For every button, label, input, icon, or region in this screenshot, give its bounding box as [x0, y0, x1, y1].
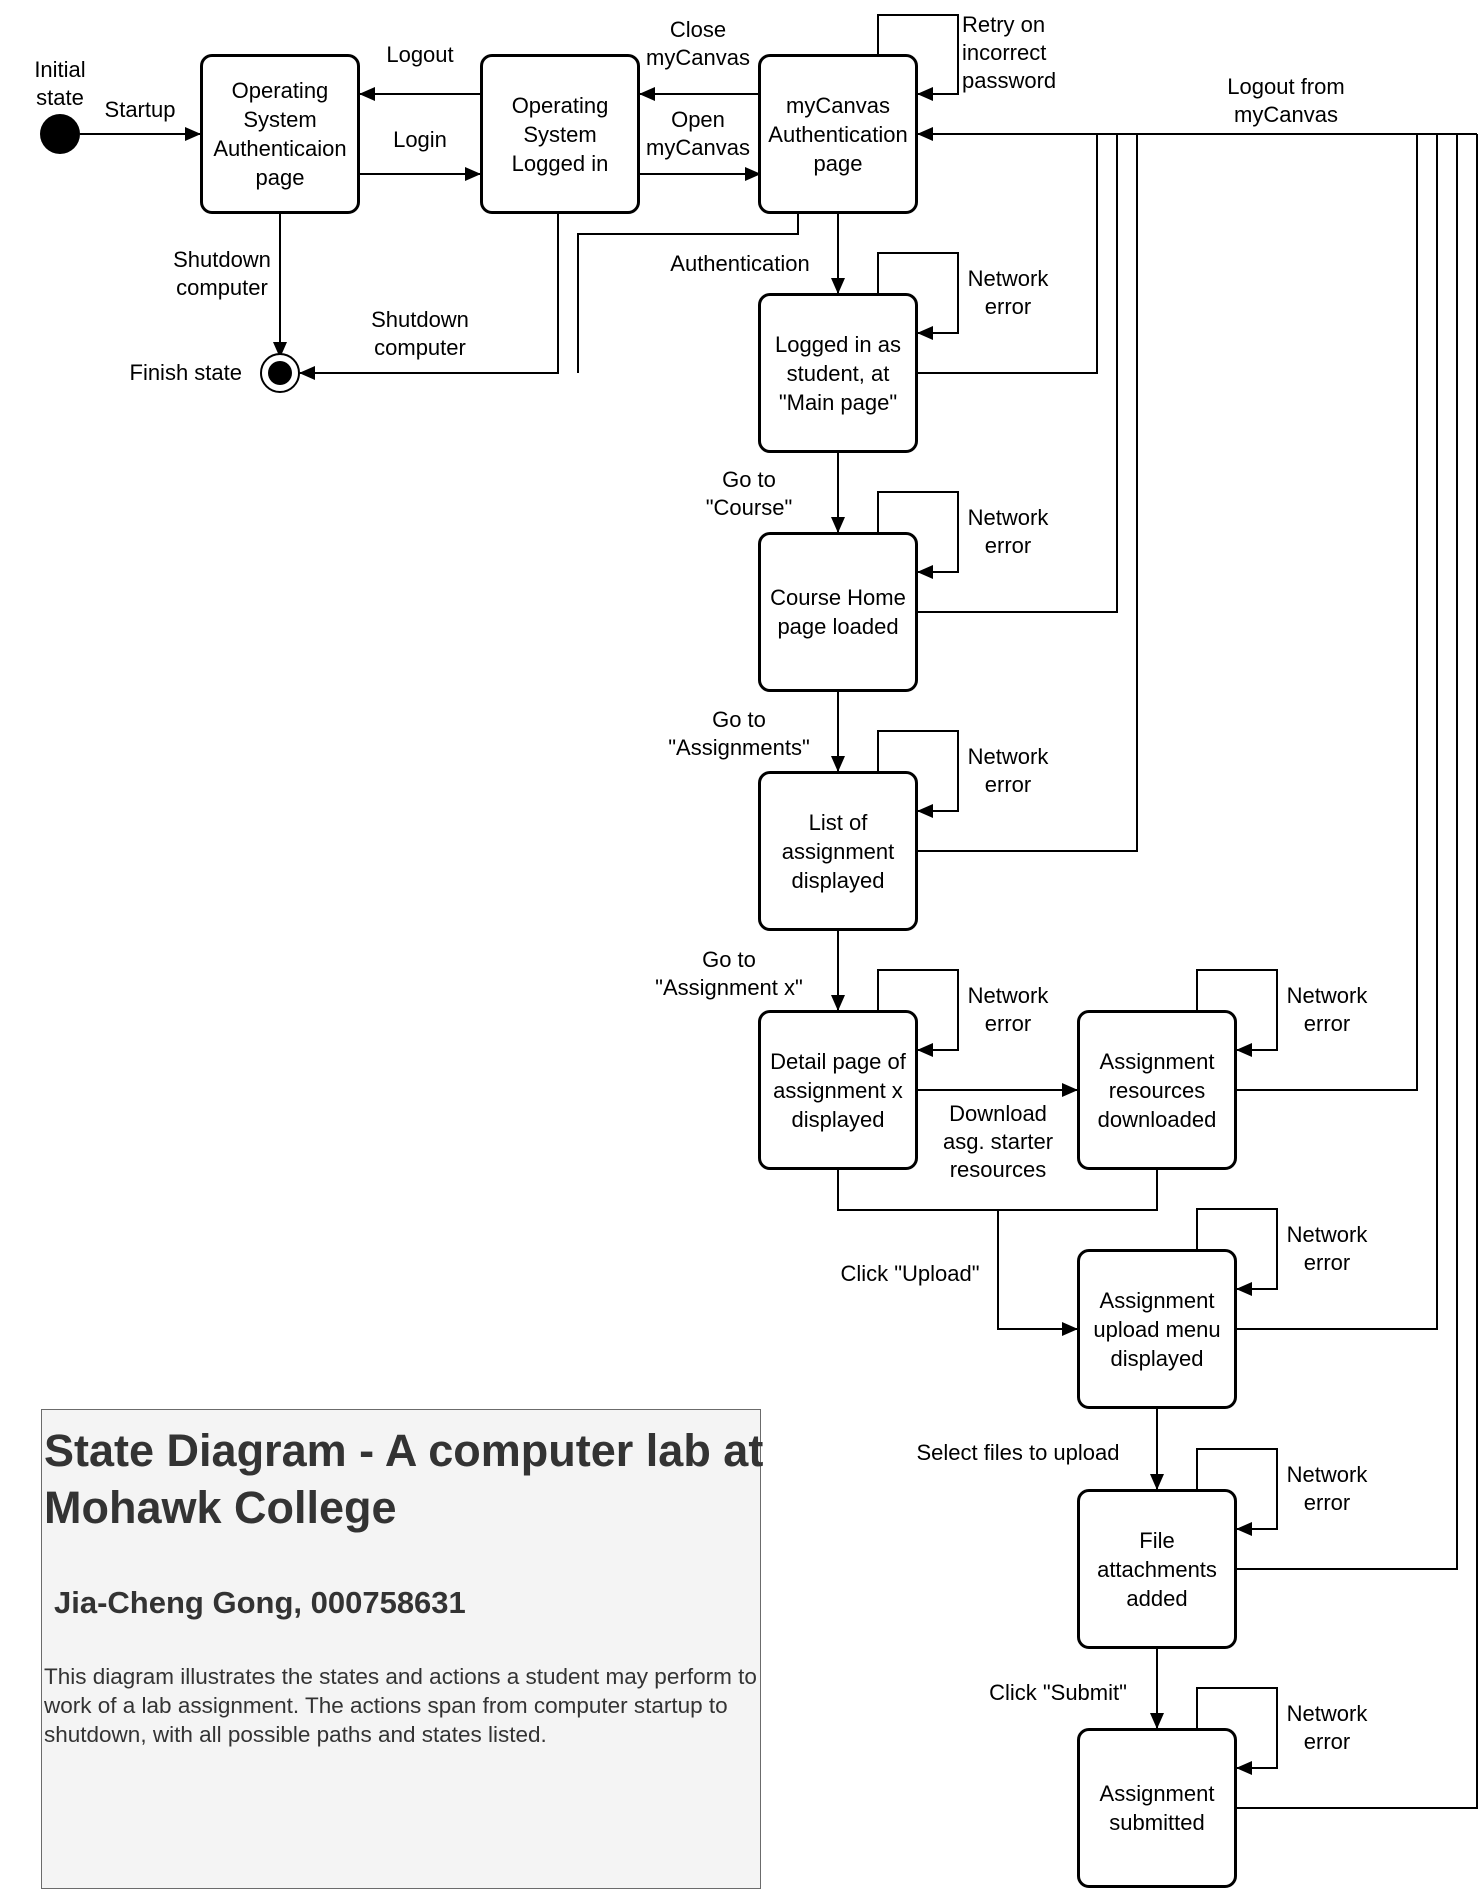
label-authentication: Authentication — [670, 251, 810, 276]
label-click-upload: Click "Upload" — [840, 1261, 980, 1286]
label-go-assignment-x: Go to "Assignment x" — [655, 947, 803, 1000]
diagram-title: State Diagram - A computer lab at Mohawk… — [44, 1425, 764, 1533]
label-network-error: Network error — [1286, 1222, 1368, 1275]
label-shutdown-computer-1: Shutdown computer — [173, 247, 271, 300]
edge-network-error-submitted — [1196, 1687, 1278, 1775]
logout-route-attachments — [1237, 134, 1458, 1570]
label-select-files: Select files to upload — [916, 1440, 1120, 1465]
edge-network-error-upload — [1196, 1208, 1278, 1296]
edge-network-error-main — [877, 252, 959, 340]
state-assignment-list: List of assignment displayed — [758, 771, 918, 931]
state-detail-page: Detail page of assignment x displayed — [758, 1010, 918, 1170]
logout-route-upload — [1237, 134, 1438, 1330]
edge-shutdown-os-logged — [299, 214, 559, 380]
edge-shutdown-mycanvas — [577, 214, 799, 373]
logout-route-resources — [1237, 134, 1418, 1091]
label-logout: Logout — [386, 42, 454, 67]
logout-route-main — [918, 134, 1098, 374]
edge-click-upload-detail — [837, 1170, 1078, 1336]
edge-network-error-attachments — [1196, 1448, 1278, 1536]
state-upload-menu: Assignment upload menu displayed — [1077, 1249, 1237, 1409]
edge-retry — [877, 14, 959, 101]
state-os-authentication: Operating System Authenticaion page — [200, 54, 360, 214]
initial-state-dot — [40, 114, 80, 154]
label-finish-state: Finish state — [129, 360, 243, 385]
label-network-error: Network error — [1286, 1701, 1368, 1754]
logout-route-course — [918, 134, 1118, 613]
state-resources-downloaded: Assignment resources downloaded — [1077, 1010, 1237, 1170]
edge-network-error-list — [877, 730, 959, 818]
label-retry-password: Retry on incorrect password — [962, 12, 1057, 93]
label-network-error: Network error — [967, 983, 1049, 1036]
state-assignment-submitted: Assignment submitted — [1077, 1728, 1237, 1888]
label-download-resources: Download asg. starter resources — [942, 1101, 1054, 1182]
label-open-mycanvas: Open myCanvas — [646, 107, 750, 160]
label-startup: Startup — [104, 97, 176, 122]
label-network-error: Network error — [967, 266, 1049, 319]
final-state-inner — [268, 361, 292, 385]
state-os-logged-in: Operating System Logged in — [480, 54, 640, 214]
label-network-error: Network error — [967, 505, 1049, 558]
diagram-description: This diagram illustrates the states and … — [44, 1664, 757, 1747]
label-logout-mycanvas: Logout from myCanvas — [1227, 74, 1345, 127]
label-initial-state: Initial state — [34, 57, 86, 110]
label-network-error: Network error — [1286, 983, 1368, 1036]
edge-network-error-course — [877, 491, 959, 579]
edge-click-upload-resources — [998, 1170, 1158, 1211]
state-course-home: Course Home page loaded — [758, 532, 918, 692]
label-shutdown-computer-2: Shutdown computer — [371, 307, 469, 360]
author-line: Jia-Cheng Gong, 000758631 — [54, 1585, 466, 1620]
state-file-attachments: File attachments added — [1077, 1489, 1237, 1649]
info-box — [41, 1409, 761, 1889]
label-close-mycanvas: Close myCanvas — [646, 17, 750, 70]
state-main-page: Logged in as student, at "Main page" — [758, 293, 918, 453]
label-click-submit: Click "Submit" — [989, 1680, 1127, 1705]
logout-route-list — [918, 134, 1138, 852]
logout-route-submitted — [1237, 134, 1478, 1809]
label-login: Login — [393, 127, 447, 152]
state-mycanvas-authentication: myCanvas Authentication page — [758, 54, 918, 214]
edge-network-error-detail — [877, 969, 959, 1057]
label-go-assignments: Go to "Assignments" — [668, 707, 810, 760]
label-network-error: Network error — [1286, 1462, 1368, 1515]
label-go-course: Go to "Course" — [705, 467, 793, 520]
label-network-error: Network error — [967, 744, 1049, 797]
edge-network-error-resources — [1196, 969, 1278, 1057]
